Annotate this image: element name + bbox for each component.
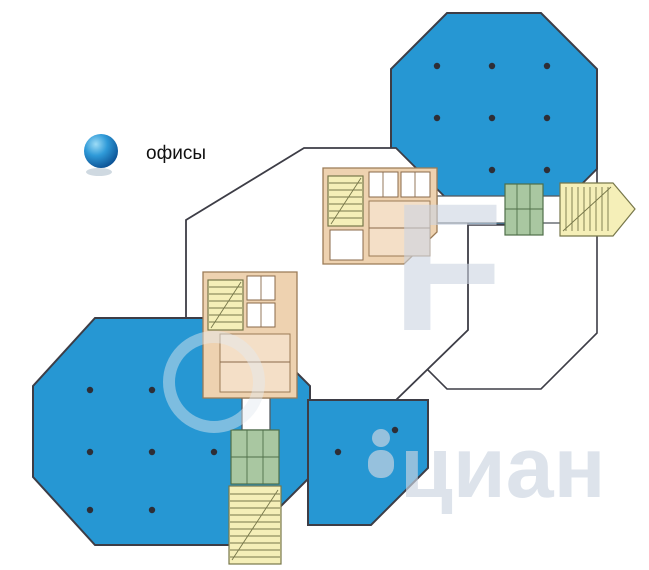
stair-tower-east — [559, 182, 636, 237]
legend-marker-shadow — [86, 168, 112, 176]
column-grid-top — [433, 62, 551, 174]
person-icon — [368, 429, 394, 478]
column-grid-bottom — [86, 386, 399, 514]
elevator-shaft — [368, 171, 399, 198]
stair-tower-south — [228, 485, 282, 565]
legend-marker-offices — [84, 134, 118, 168]
watermark-ring — [163, 331, 265, 433]
elevator-bank-south — [230, 429, 280, 485]
watermark: F циан — [163, 165, 606, 516]
legend: офисы — [84, 134, 206, 176]
service-core-lower — [202, 271, 298, 399]
watermark-brand: циан — [400, 420, 606, 516]
elevator-shaft — [400, 171, 431, 198]
watermark-letter: F — [392, 165, 503, 369]
elevator-bank-east — [504, 183, 544, 236]
legend-label: офисы — [146, 143, 206, 164]
service-core-upper — [322, 167, 438, 265]
